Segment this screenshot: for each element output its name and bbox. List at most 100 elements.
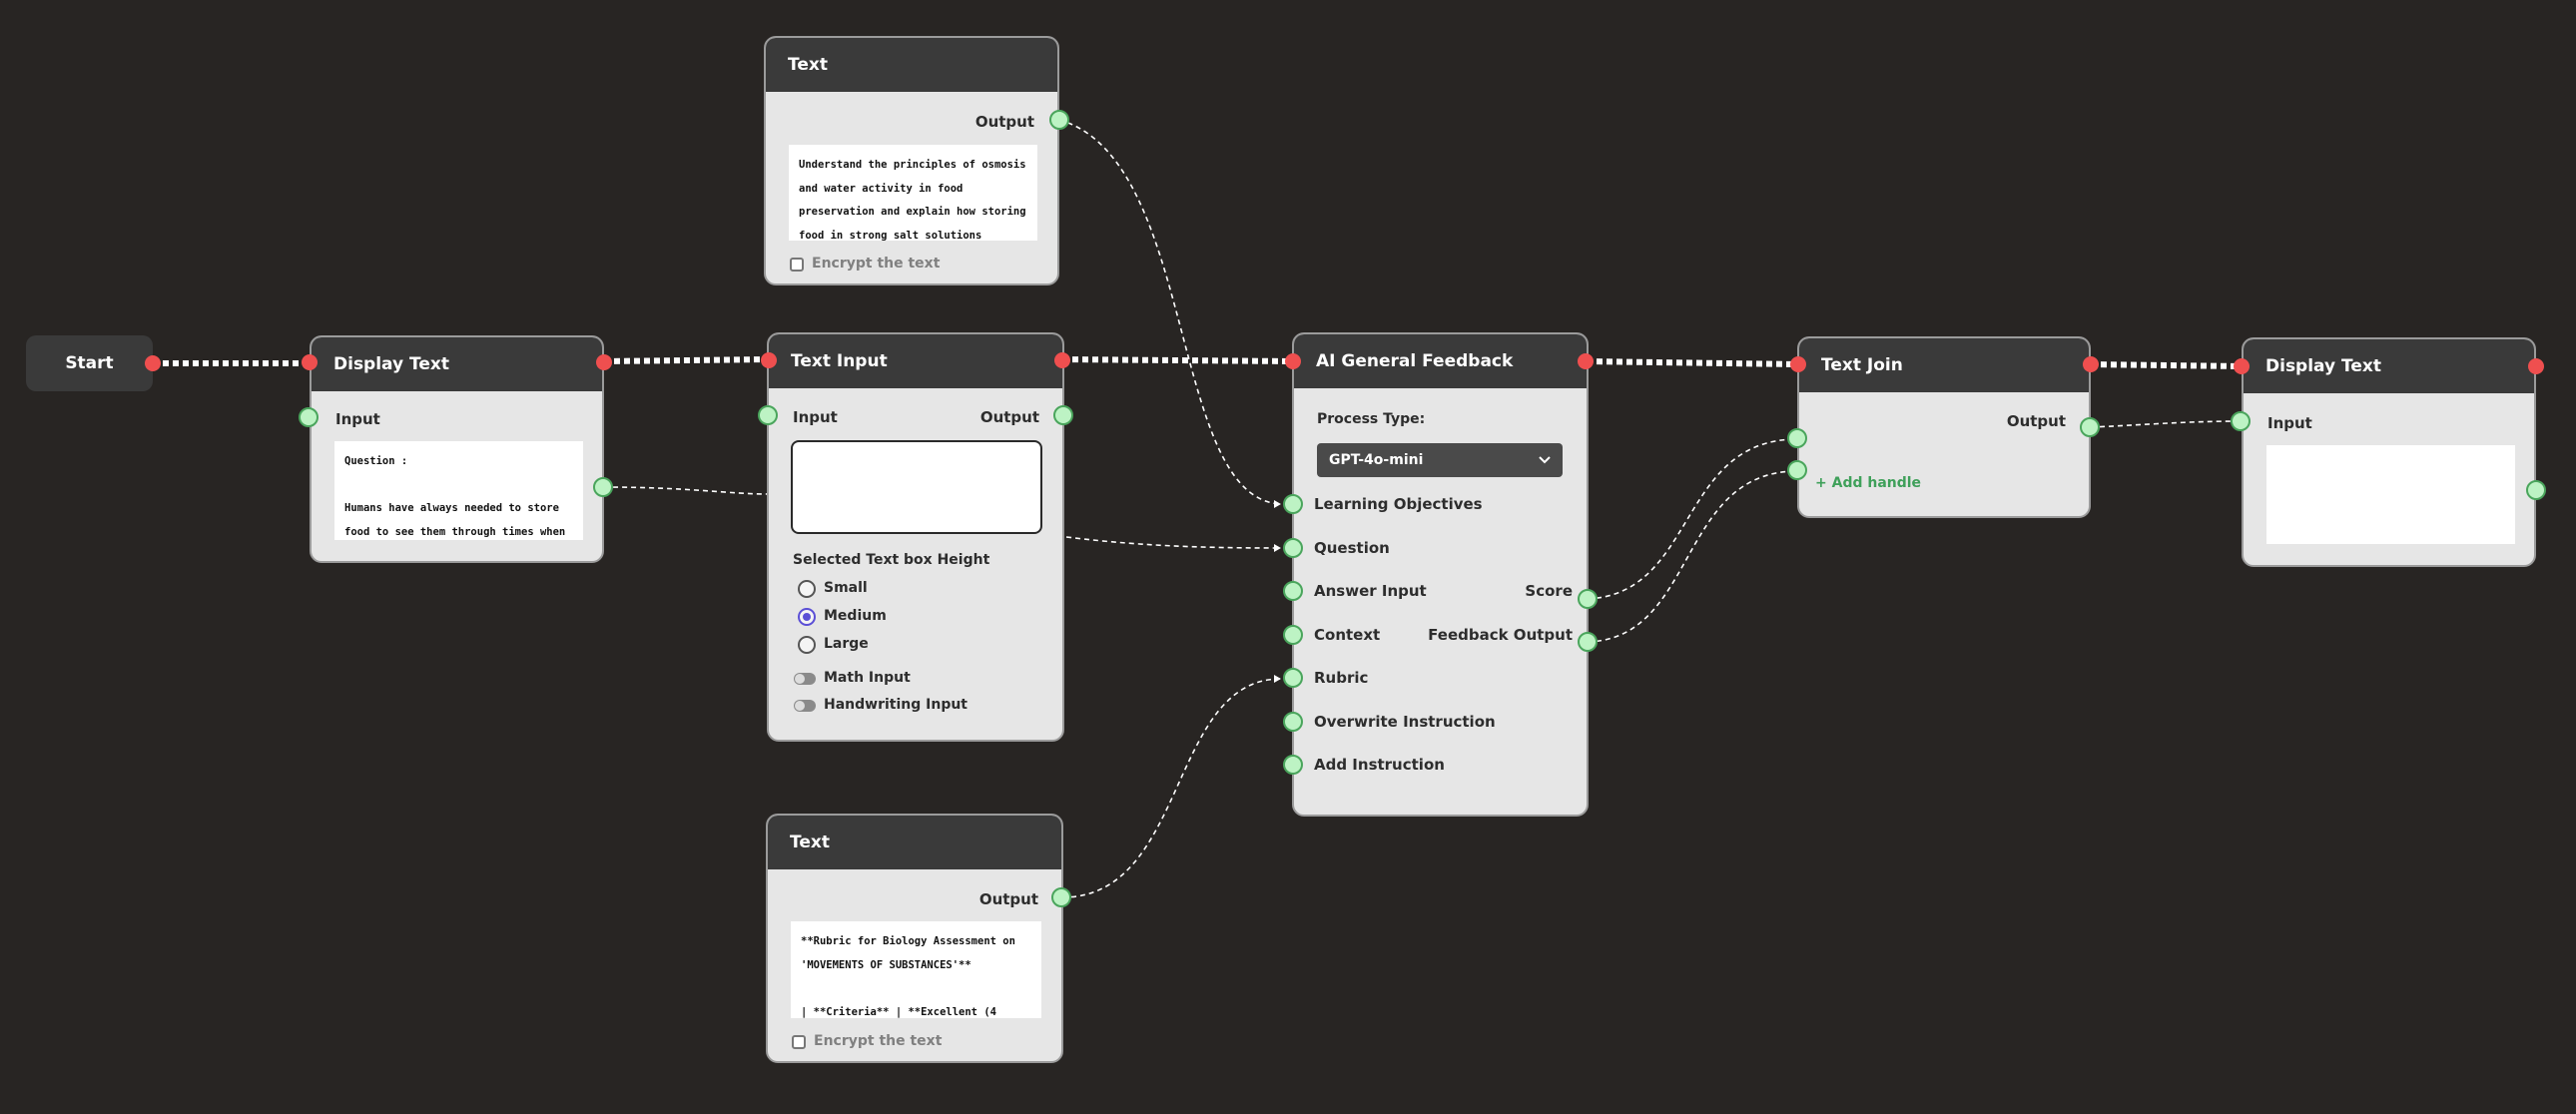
ai-score-port[interactable] [1578, 589, 1598, 609]
display-text-1-content: Question : Humans have always needed to … [334, 441, 583, 540]
display-text-2-input-label: Input [2267, 414, 2312, 432]
text-bottom-output-port[interactable] [1051, 887, 1071, 907]
ai-overwrite-instruction-port[interactable] [1283, 712, 1303, 732]
radio-small-label: Small [824, 580, 868, 596]
text-top-content[interactable]: Understand the principles of osmosis and… [789, 145, 1037, 241]
text-input-output-label: Output [979, 408, 1039, 426]
text-input-input-label: Input [793, 408, 838, 426]
display-text-2-flow-out[interactable] [2528, 358, 2544, 374]
display-text-1-input-port[interactable] [299, 407, 319, 427]
output-score-label: Score [1525, 582, 1573, 600]
text-top-encrypt-label: Encrypt the text [812, 256, 941, 272]
flow-edge-display-textinput [603, 356, 770, 364]
input-learning-objectives-label: Learning Objectives [1314, 495, 1483, 513]
display-text-2-content [2266, 445, 2515, 544]
text-join-input-port-2[interactable] [1787, 460, 1807, 480]
output-feedback-label: Feedback Output [1428, 626, 1573, 644]
ai-learning-objectives-port[interactable] [1283, 494, 1303, 514]
ai-feedback-flow-out[interactable] [1578, 353, 1594, 369]
chevron-down-icon [1539, 456, 1551, 464]
math-input-toggle[interactable] [794, 673, 816, 685]
text-node-top[interactable]: Text Output Understand the principles of… [764, 36, 1059, 285]
ai-feedback-title: AI General Feedback [1294, 334, 1587, 388]
radio-large-label: Large [824, 636, 869, 652]
radio-large[interactable] [798, 636, 816, 654]
display-text-1-output-port[interactable] [593, 477, 613, 497]
display-text-2-input-port[interactable] [2231, 411, 2251, 431]
text-input-title: Text Input [769, 334, 1062, 388]
text-input-input-port[interactable] [758, 405, 778, 425]
display-text-1-flow-out[interactable] [596, 354, 612, 370]
text-bottom-encrypt-checkbox[interactable] [792, 1035, 806, 1049]
input-add-instruction-label: Add Instruction [1314, 756, 1445, 774]
ai-question-port[interactable] [1283, 538, 1303, 558]
ai-context-port[interactable] [1283, 625, 1303, 645]
text-input-height-label: Selected Text box Height [793, 552, 990, 568]
process-type-value: GPT-4o-mini [1329, 452, 1424, 468]
radio-small[interactable] [798, 580, 816, 598]
ai-feedback-flow-in[interactable] [1285, 353, 1301, 369]
ai-feedback-node[interactable]: AI General Feedback Process Type: GPT-4o… [1292, 332, 1589, 817]
text-top-title: Text [766, 38, 1057, 92]
arrow-rubric [1274, 675, 1281, 683]
text-top-output-label: Output [974, 113, 1034, 131]
data-edge-score-join [1587, 438, 1798, 600]
flow-edge-ai-join [1586, 358, 1800, 367]
start-node[interactable]: Start [26, 335, 153, 391]
flow-edge-join-display [2090, 361, 2243, 369]
process-type-label: Process Type: [1317, 411, 1426, 427]
text-input-node[interactable]: Text Input Input Output Selected Text bo… [767, 332, 1064, 742]
start-flow-out[interactable] [145, 355, 161, 371]
text-bottom-encrypt-label: Encrypt the text [814, 1033, 943, 1049]
text-input-output-port[interactable] [1053, 405, 1073, 425]
display-text-1-title: Display Text [312, 337, 602, 391]
handwriting-input-label: Handwriting Input [824, 697, 967, 713]
data-edge-feedback-join [1587, 470, 1798, 643]
display-text-1-flow-in[interactable] [302, 354, 318, 370]
input-rubric-label: Rubric [1314, 669, 1369, 687]
display-text-2-title: Display Text [2244, 339, 2534, 393]
display-text-2-flow-in[interactable] [2234, 358, 2250, 374]
text-input-textarea[interactable] [791, 440, 1042, 534]
text-top-encrypt-checkbox[interactable] [790, 258, 804, 272]
radio-medium[interactable] [798, 608, 816, 626]
input-overwrite-instruction-label: Overwrite Instruction [1314, 713, 1496, 731]
ai-add-instruction-port[interactable] [1283, 755, 1303, 775]
text-bottom-content[interactable]: **Rubric for Biology Assessment on 'MOVE… [791, 921, 1041, 1018]
text-join-output-port[interactable] [2080, 417, 2100, 437]
text-node-bottom[interactable]: Text Output **Rubric for Biology Assessm… [766, 814, 1063, 1063]
display-text-node-1[interactable]: Display Text Input Question : Humans hav… [310, 335, 604, 563]
display-text-node-2[interactable]: Display Text Input [2242, 337, 2536, 567]
flow-edge-textinput-ai [1061, 356, 1295, 364]
text-input-flow-out[interactable] [1054, 352, 1070, 368]
process-type-select[interactable]: GPT-4o-mini [1317, 443, 1563, 477]
text-top-output-port[interactable] [1049, 110, 1069, 130]
data-edge-join-display [2090, 420, 2242, 428]
input-answer-label: Answer Input [1314, 582, 1427, 600]
data-edge-textinput-question [1065, 536, 1282, 549]
input-context-label: Context [1314, 626, 1381, 644]
text-input-flow-in[interactable] [761, 352, 777, 368]
text-join-input-port-1[interactable] [1787, 428, 1807, 448]
text-join-flow-out[interactable] [2083, 356, 2099, 372]
input-question-label: Question [1314, 539, 1390, 557]
text-join-title: Text Join [1799, 338, 2089, 392]
text-join-flow-in[interactable] [1790, 356, 1806, 372]
handwriting-input-toggle[interactable] [794, 700, 816, 712]
ai-feedback-output-port[interactable] [1578, 632, 1598, 652]
text-bottom-output-label: Output [978, 890, 1038, 908]
display-text-1-input-label: Input [335, 410, 380, 428]
text-join-node[interactable]: Text Join Output + Add handle [1797, 336, 2091, 518]
arrow-question [1274, 544, 1281, 552]
data-edge-display-question [603, 486, 770, 495]
text-bottom-title: Text [768, 816, 1061, 869]
add-handle-button[interactable]: + Add handle [1815, 475, 1922, 491]
start-node-title: Start [65, 353, 114, 373]
display-text-2-output-port[interactable] [2526, 480, 2546, 500]
arrow-objectives [1274, 500, 1281, 508]
data-edge-text-rubric [1061, 678, 1282, 898]
ai-rubric-port[interactable] [1283, 668, 1303, 688]
text-join-output-label: Output [2006, 412, 2066, 430]
ai-answer-input-port[interactable] [1283, 581, 1303, 601]
data-edge-text-objectives [1058, 119, 1282, 505]
